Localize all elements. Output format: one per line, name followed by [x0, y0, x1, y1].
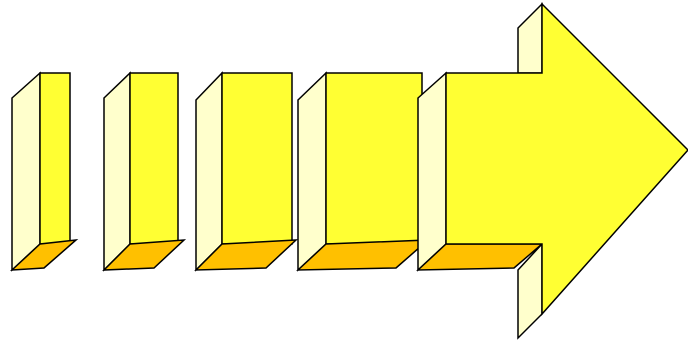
- block-1-front: [40, 73, 70, 244]
- block-2-front: [130, 73, 178, 244]
- arrow-head-top-side: [518, 4, 542, 73]
- block-1: [12, 73, 76, 270]
- block-2-side: [104, 73, 130, 270]
- block-arrow: [418, 4, 688, 338]
- block-3-side: [196, 73, 222, 270]
- block-3: [196, 73, 296, 270]
- block-4-front: [326, 73, 422, 244]
- block-4: [298, 73, 428, 270]
- block-4-side: [298, 73, 326, 270]
- block-3-front: [222, 73, 292, 244]
- block-1-side: [12, 73, 40, 270]
- arrow-side: [418, 73, 446, 270]
- block-2: [104, 73, 184, 270]
